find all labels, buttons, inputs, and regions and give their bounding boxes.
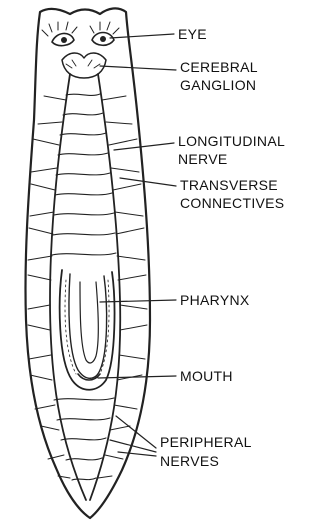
label-peripheral-nerves-line2: NERVES [160, 453, 219, 469]
label-transverse-connectives-line2: CONNECTIVES [180, 195, 284, 211]
label-eye: EYE [178, 26, 207, 42]
label-longitudinal-nerve-line1: LONGITUDINAL [178, 133, 285, 149]
label-mouth: MOUTH [180, 368, 233, 384]
leader-lines [98, 34, 176, 456]
peripheral-nerves-left [28, 96, 70, 478]
eye-right-icon [90, 22, 119, 45]
eye-left-icon [42, 22, 77, 46]
label-cerebral-ganglion-line1: CEREBRAL [180, 59, 258, 75]
pharynx [60, 270, 115, 390]
label-cerebral-ganglion-line2: GANGLION [180, 77, 256, 93]
label-pharynx: PHARYNX [180, 292, 250, 308]
label-longitudinal-nerve-line2: NERVE [178, 151, 227, 167]
body-outline [25, 8, 150, 518]
label-transverse-connectives-line1: TRANSVERSE [180, 177, 278, 193]
label-peripheral-nerves-line1: PERIPHERAL [160, 434, 252, 450]
